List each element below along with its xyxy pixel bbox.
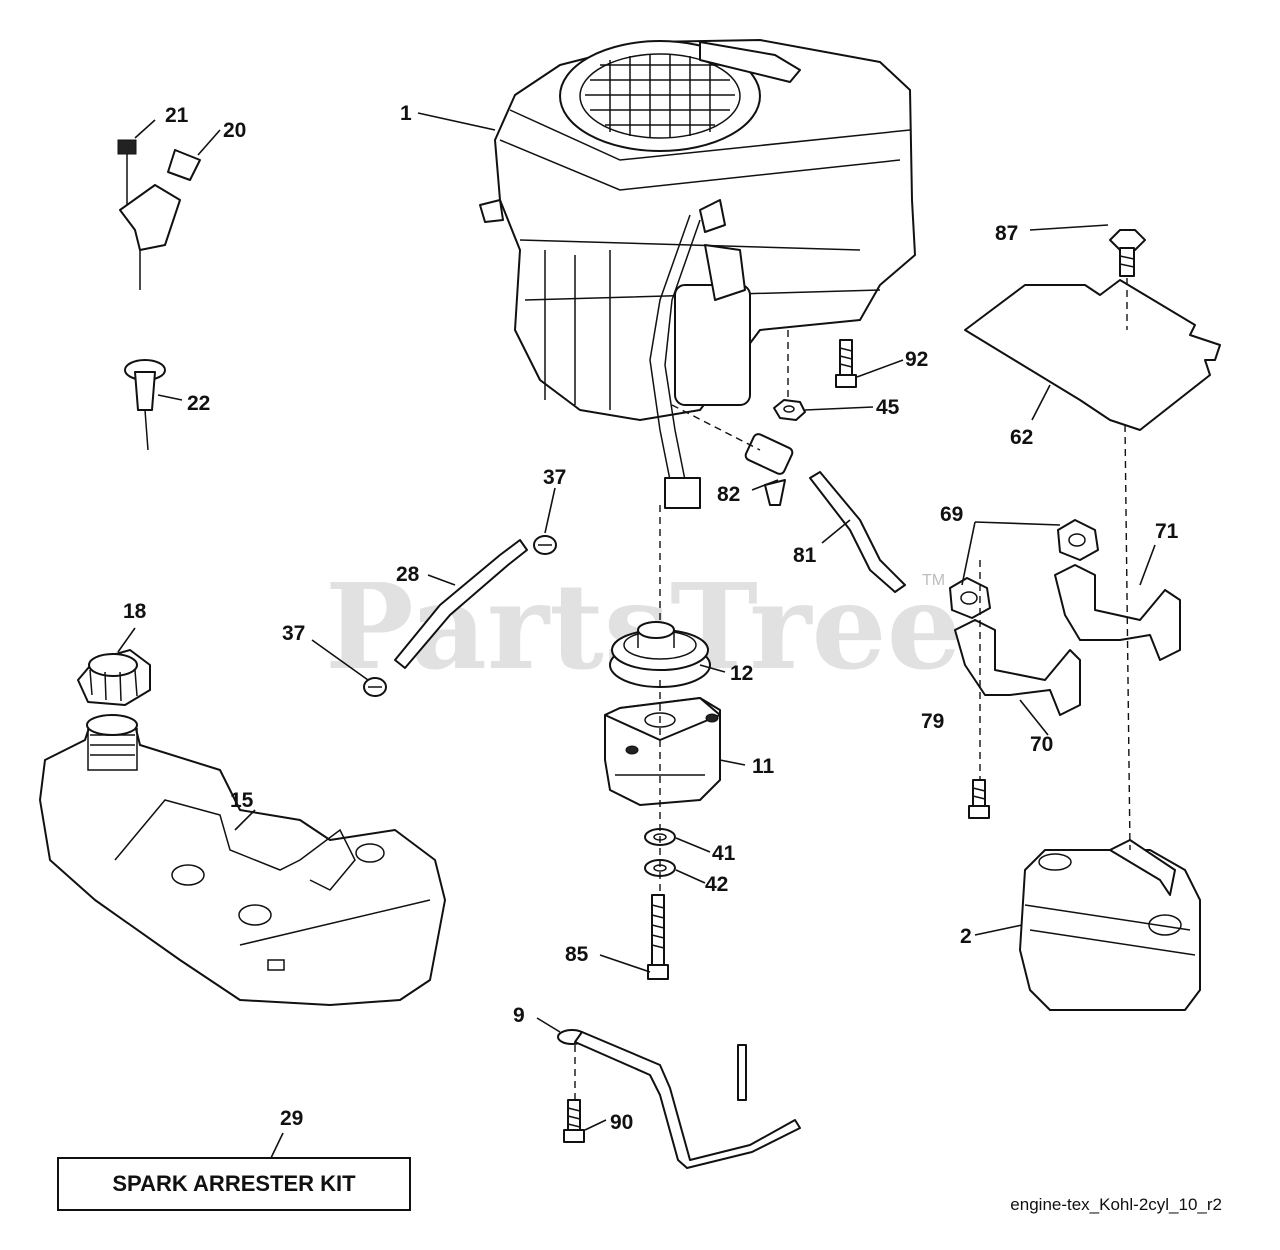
callout-9: 9	[513, 1004, 525, 1027]
callout-15: 15	[230, 789, 254, 812]
callout-21: 21	[165, 104, 189, 127]
callout-12: 12	[730, 662, 753, 685]
fuel-cap-part-18[interactable]	[77, 649, 151, 706]
callout-37-lower: 37	[282, 622, 305, 645]
callout-81: 81	[793, 544, 817, 567]
callout-1: 1	[400, 102, 412, 125]
callout-92: 92	[905, 348, 928, 371]
heat-shield-part-62[interactable]	[964, 279, 1221, 431]
bolt-part-79[interactable]	[968, 779, 990, 819]
dipstick-bracket-part-20[interactable]	[119, 149, 201, 290]
callout-18: 18	[123, 600, 147, 623]
alignment-lines	[574, 278, 1131, 1100]
callout-87: 87	[995, 222, 1018, 245]
callout-20: 20	[223, 119, 246, 142]
spark-arrester-kit-label: SPARK ARRESTER KIT	[112, 1171, 356, 1196]
bolt-part-87[interactable]	[1109, 229, 1146, 277]
callout-82: 82	[717, 483, 740, 506]
callout-41: 41	[712, 842, 736, 865]
fuel-tank-part-15[interactable]	[39, 714, 446, 1006]
callout-85: 85	[565, 943, 589, 966]
bolt-part-92[interactable]	[835, 339, 857, 388]
callout-69: 69	[940, 503, 963, 526]
callout-2: 2	[960, 925, 972, 948]
spark-arrester-kit-box[interactable]: SPARK ARRESTER KIT	[57, 1157, 411, 1211]
nut-part-45[interactable]	[773, 399, 806, 421]
callout-22: 22	[187, 392, 210, 415]
fuel-shutoff-part-82[interactable]	[744, 432, 794, 506]
clamp-part-37-upper[interactable]	[533, 535, 557, 555]
callout-37-upper: 37	[543, 466, 566, 489]
bolt-part-21[interactable]	[117, 139, 137, 205]
engine-part-1[interactable]	[479, 39, 916, 509]
exhaust-pipe-part-71[interactable]	[1054, 564, 1181, 661]
bracket-rod-part-9[interactable]	[557, 1029, 801, 1169]
exhaust-pipe-part-70[interactable]	[954, 619, 1081, 716]
callout-90: 90	[610, 1111, 633, 1134]
callout-28: 28	[396, 563, 420, 586]
callout-71: 71	[1155, 520, 1179, 543]
drawing-reference: engine-tex_Kohl-2cyl_10_r2	[1010, 1195, 1222, 1214]
clamp-part-37-lower[interactable]	[363, 677, 387, 697]
callout-29: 29	[280, 1107, 303, 1130]
clutch-part-11[interactable]	[604, 697, 721, 806]
fuel-line-part-28[interactable]	[394, 539, 528, 669]
callout-79: 79	[921, 710, 944, 733]
gasket-part-69-right[interactable]	[1057, 519, 1099, 561]
leader-lines	[117, 112, 1156, 1161]
knob-part-22[interactable]	[124, 359, 166, 451]
pulley-part-12[interactable]	[609, 621, 711, 688]
callout-11: 11	[752, 755, 775, 778]
callout-62: 62	[1010, 426, 1033, 449]
callout-70: 70	[1030, 733, 1053, 756]
watermark-tm: TM	[922, 572, 945, 589]
bolt-part-90[interactable]	[563, 1099, 585, 1143]
callout-labels: 1 2 9 11 12 15 18 20 21 22 28 29 37 37 4…	[123, 102, 1179, 1134]
callout-42: 42	[705, 873, 728, 896]
gasket-part-69-left[interactable]	[949, 577, 991, 619]
callout-45: 45	[876, 396, 900, 419]
bolt-part-85[interactable]	[647, 894, 669, 980]
muffler-part-2[interactable]	[1019, 839, 1201, 1011]
fuel-line-part-81[interactable]	[809, 471, 906, 593]
